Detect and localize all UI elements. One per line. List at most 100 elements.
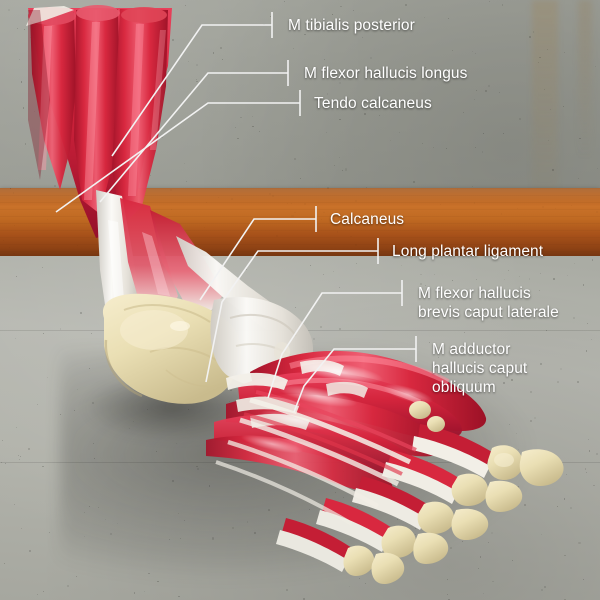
texture-speck <box>196 81 198 83</box>
texture-speck <box>171 38 174 41</box>
texture-speck <box>79 311 82 314</box>
texture-speck <box>77 389 78 391</box>
texture-speck <box>195 78 198 81</box>
texture-speck <box>300 178 302 180</box>
texture-speck <box>180 537 181 539</box>
leader-tendo-calcaneus <box>55 102 300 213</box>
texture-speck <box>434 274 436 276</box>
texture-speck <box>488 0 490 2</box>
texture-speck <box>18 459 20 461</box>
texture-speck <box>74 410 76 412</box>
texture-speck <box>66 584 69 587</box>
texture-speck <box>46 376 48 378</box>
texture-speck <box>484 90 487 93</box>
texture-speck <box>361 37 363 38</box>
texture-speck <box>188 61 190 63</box>
texture-speck <box>564 554 566 557</box>
sesamoid-bones <box>409 401 445 432</box>
texture-speck <box>369 57 372 60</box>
texture-speck <box>508 423 511 426</box>
texture-speck <box>423 16 425 18</box>
texture-speck <box>544 88 546 90</box>
texture-speck <box>89 505 91 507</box>
texture-speck <box>570 507 572 510</box>
texture-speck <box>563 498 566 500</box>
texture-speck <box>398 131 400 133</box>
label-long-plantar-ligament: Long plantar ligament <box>392 243 544 260</box>
texture-speck <box>473 98 475 100</box>
texture-speck <box>534 417 536 419</box>
texture-speck <box>97 507 99 508</box>
leader-calcaneus <box>199 218 316 301</box>
texture-speck <box>546 330 547 331</box>
leader-paths <box>55 24 416 413</box>
texture-speck <box>487 542 489 544</box>
texture-speck <box>552 169 554 171</box>
texture-speck <box>443 72 445 74</box>
texture-speck <box>24 29 26 30</box>
texture-speck <box>43 333 44 334</box>
toe-flexor-tendons <box>215 390 492 572</box>
texture-speck <box>376 99 378 101</box>
texture-speck <box>353 9 354 11</box>
texture-speck <box>326 186 329 189</box>
texture-speck <box>92 442 94 444</box>
leader-m-flexor-hallucis-brevis <box>267 292 402 399</box>
texture-speck <box>583 284 585 286</box>
texture-speck <box>587 322 588 324</box>
texture-speck <box>563 51 565 54</box>
texture-speck <box>481 151 484 153</box>
texture-speck <box>109 533 112 536</box>
texture-speck <box>539 362 542 365</box>
texture-speck <box>187 409 189 410</box>
texture-speck <box>341 170 343 172</box>
texture-speck <box>345 168 348 171</box>
texture-speck <box>464 331 465 333</box>
texture-speck <box>528 277 531 280</box>
texture-speck <box>541 589 544 592</box>
leader-end-ticks <box>271 12 417 362</box>
texture-speck <box>338 327 341 330</box>
texture-speck <box>365 582 366 584</box>
texture-speck <box>22 107 25 109</box>
texture-speck <box>476 89 477 91</box>
texture-speck <box>144 590 146 593</box>
texture-speck <box>304 33 306 36</box>
texture-speck <box>302 597 305 600</box>
label-calcaneus: Calcaneus <box>330 211 405 228</box>
texture-speck <box>482 132 484 134</box>
texture-speck <box>433 146 434 148</box>
texture-speck <box>59 414 61 416</box>
texture-speck <box>1 440 3 442</box>
texture-speck <box>419 283 422 286</box>
leader-m-adductor-hallucis <box>293 348 416 413</box>
texture-speck <box>426 76 427 77</box>
texture-speck <box>183 162 186 165</box>
texture-speck <box>36 403 38 405</box>
texture-speck <box>175 442 177 444</box>
texture-speck <box>475 53 476 54</box>
texture-speck <box>197 468 199 471</box>
texture-speck <box>475 278 478 281</box>
texture-speck <box>339 118 341 121</box>
texture-speck <box>28 447 31 450</box>
texture-speck <box>1 462 2 463</box>
texture-speck <box>483 593 485 595</box>
texture-speck <box>196 465 198 468</box>
texture-speck <box>503 133 504 135</box>
texture-speck <box>560 367 563 370</box>
texture-speck <box>357 506 358 507</box>
texture-speck <box>211 537 215 540</box>
texture-speck <box>587 438 588 440</box>
texture-speck <box>308 509 310 511</box>
texture-speck <box>89 367 90 369</box>
texture-speck <box>591 259 594 261</box>
texture-speck <box>91 333 93 335</box>
texture-speck <box>524 504 526 506</box>
texture-speck <box>365 186 367 188</box>
texture-speck <box>424 67 426 69</box>
texture-speck <box>178 513 179 514</box>
texture-speck <box>59 328 61 330</box>
texture-speck <box>472 51 473 53</box>
label-m-flexor-hallucis-longus: M flexor hallucis longus <box>304 65 468 82</box>
